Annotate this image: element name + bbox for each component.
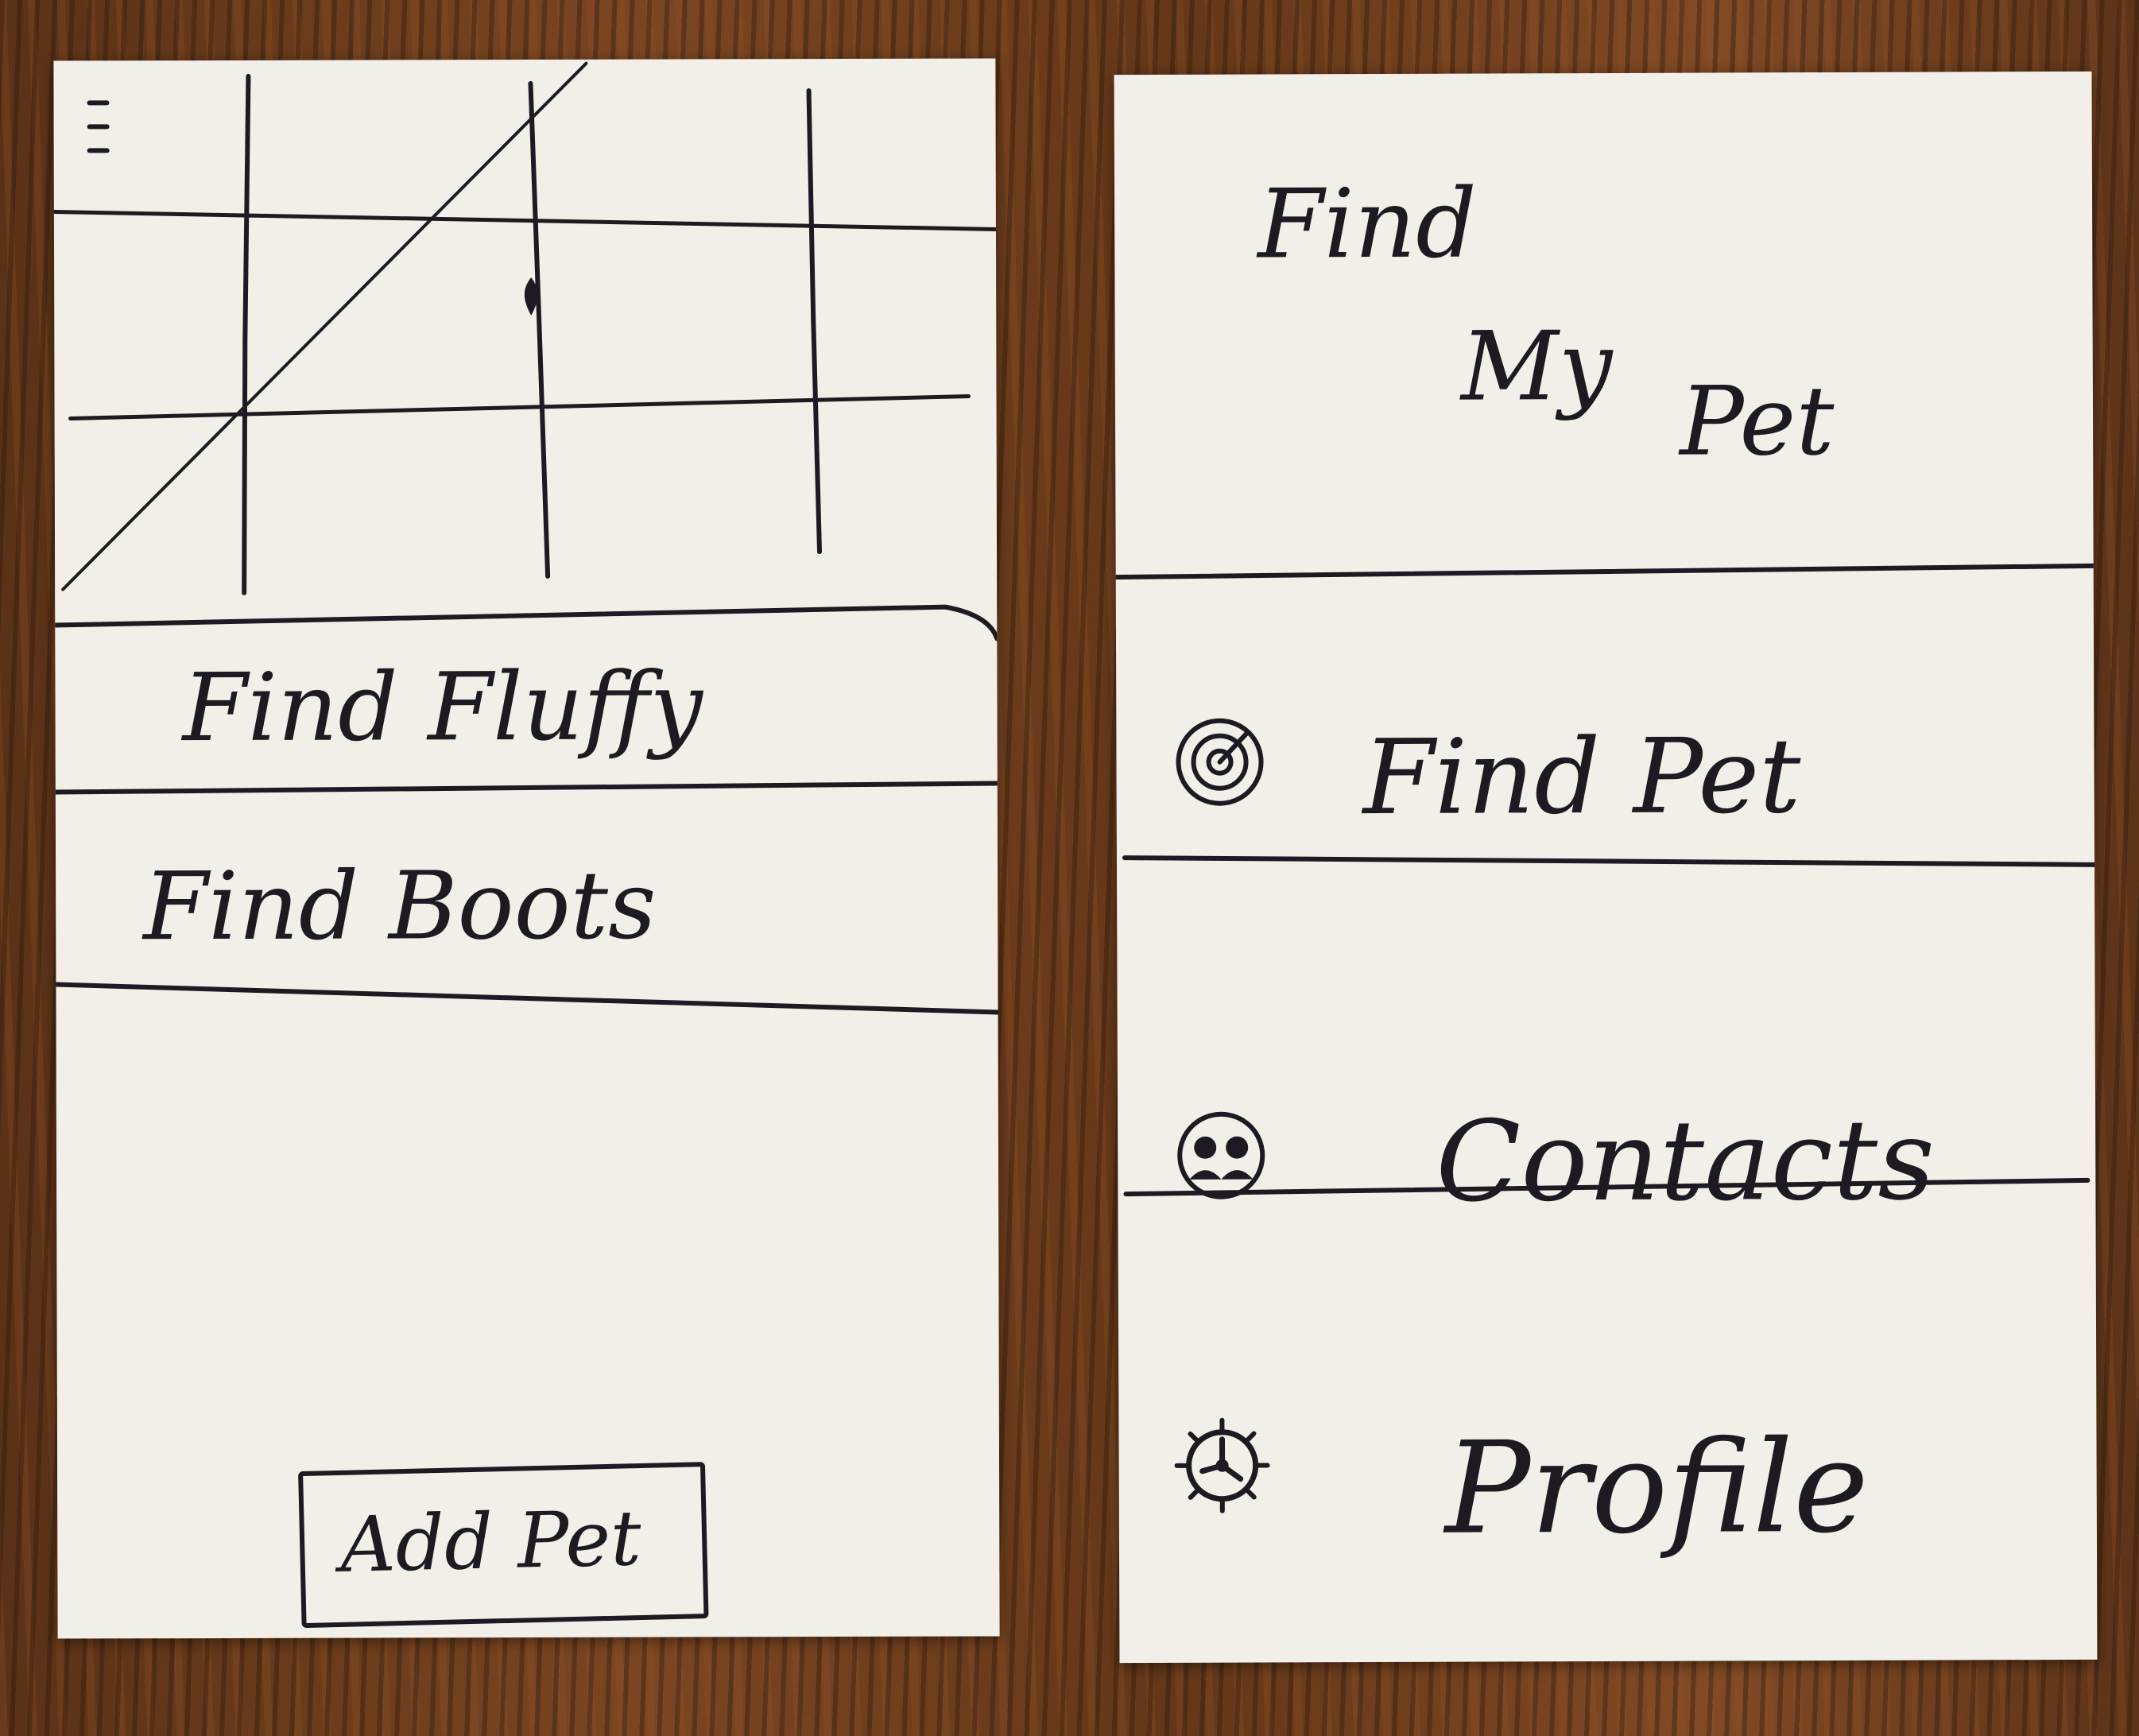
location-pin-icon[interactable] [517, 276, 544, 317]
app-title-word: My [1460, 311, 1613, 423]
nav-item-contacts[interactable]: Contacts [1117, 922, 2095, 1259]
map-view[interactable] [53, 58, 998, 609]
pet-list-item-label: Find Boots [143, 850, 657, 962]
hamburger-menu-icon[interactable] [78, 92, 126, 180]
nav-item-label: Find Pet [1362, 715, 1801, 839]
nav-item-find-pet[interactable]: Find Pet [1116, 580, 2094, 917]
navigation-menu-screen: Find My Pet Find Pet [1114, 71, 2098, 1664]
nav-item-label: Profile [1444, 1412, 1870, 1563]
nav-item-label: Contacts [1436, 1095, 1936, 1227]
add-pet-button[interactable]: Add Pet [298, 1462, 709, 1629]
app-title-word: Pet [1679, 366, 1835, 478]
nav-item-profile[interactable]: Profile [1118, 1264, 2098, 1657]
add-pet-button-label: Add Pet [339, 1494, 642, 1590]
pet-map-screen: Find Fluffy Find Boots Add Pet [53, 58, 1000, 1639]
settings-gear-icon [1170, 1413, 1273, 1517]
app-title: Find My Pet [1114, 72, 2094, 568]
target-icon [1168, 710, 1271, 813]
pet-list-item-boots[interactable]: Find Boots [56, 793, 998, 994]
pet-list-item-label: Find Fluffy [182, 651, 703, 763]
app-title-word: Find [1257, 169, 1478, 281]
map-street-sketch [53, 61, 998, 595]
contacts-icon [1169, 1103, 1273, 1207]
